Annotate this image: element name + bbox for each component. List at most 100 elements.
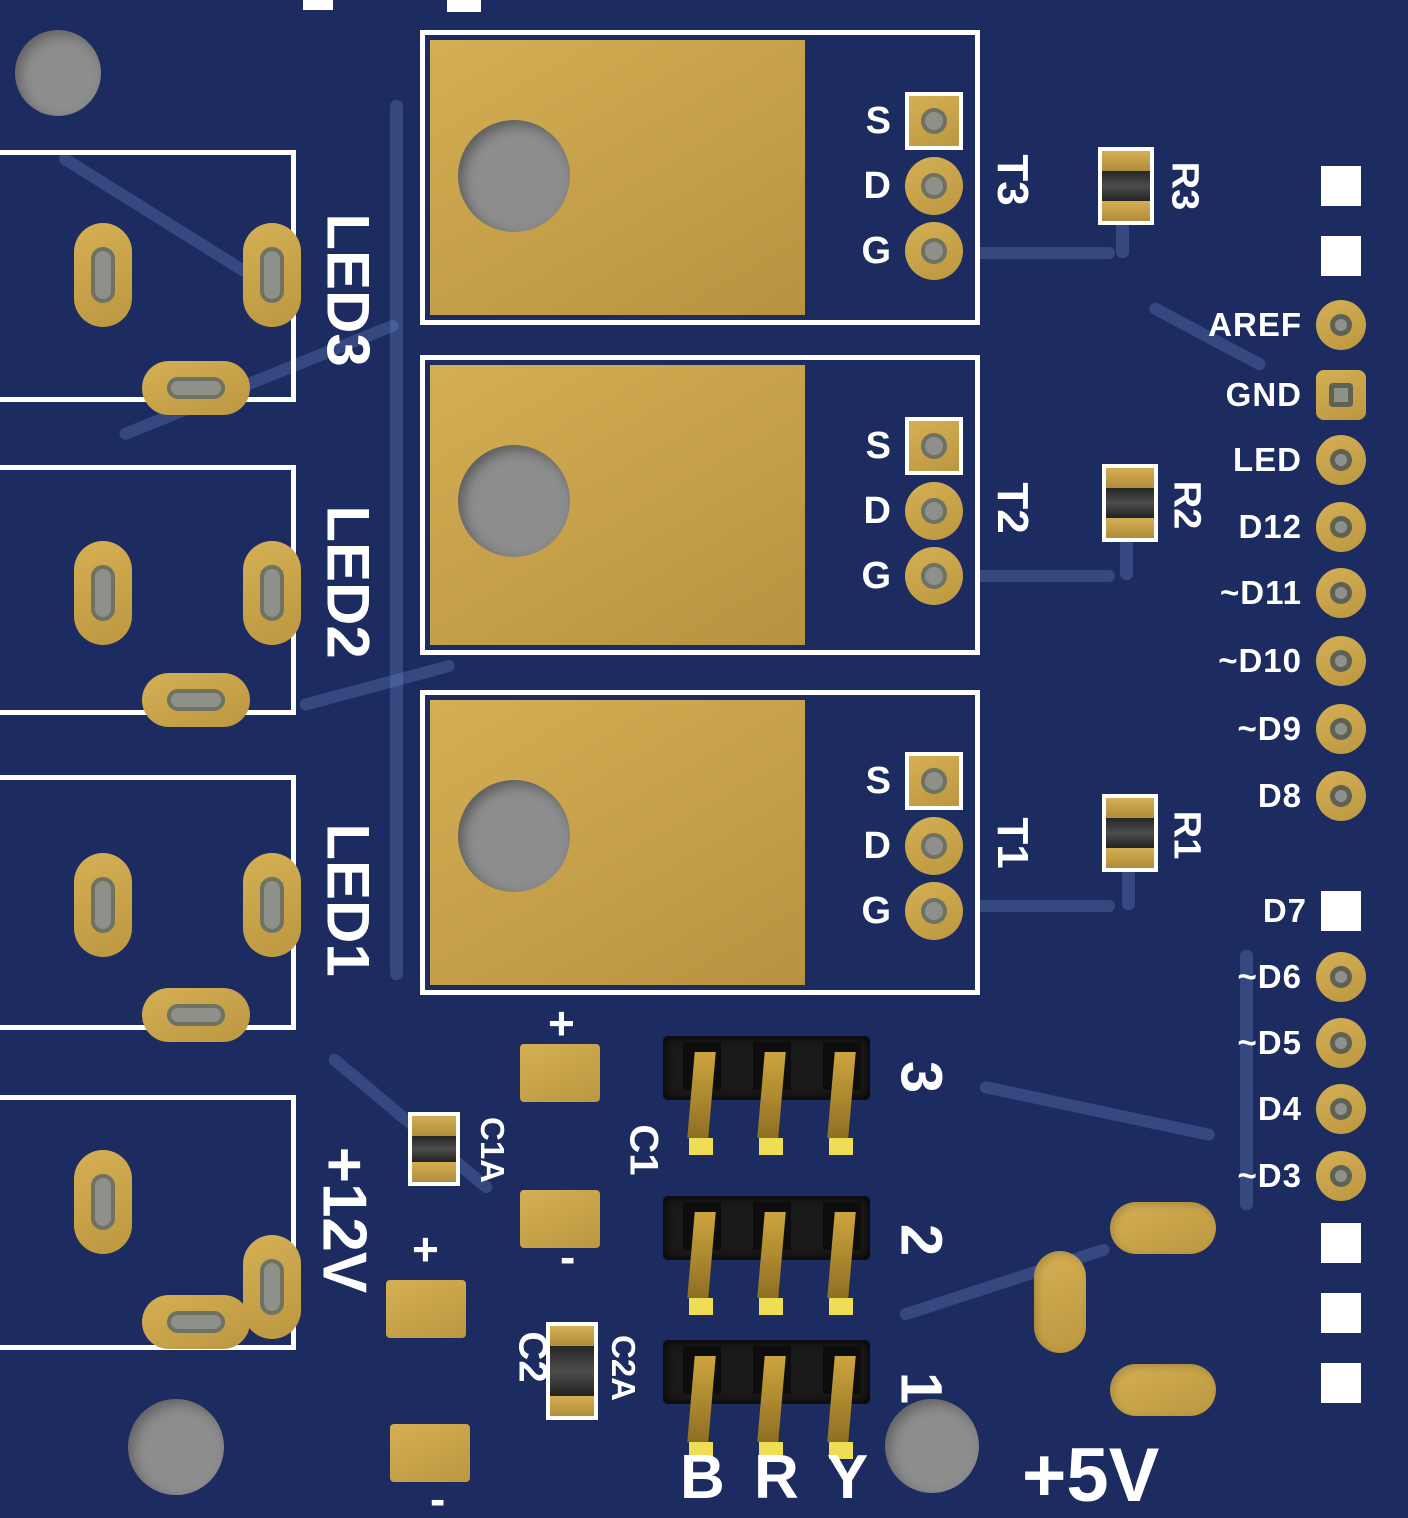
- pad-slot: [260, 877, 284, 933]
- pin-row: [1090, 1288, 1366, 1338]
- pad-slot: [167, 689, 225, 711]
- source-pad: [905, 417, 963, 475]
- header-3-label: 3: [888, 1060, 954, 1094]
- header-1-label: 1: [888, 1371, 954, 1405]
- pin-row: [1090, 1218, 1366, 1268]
- pin-pad: [1316, 435, 1366, 485]
- pin-tip: [689, 1298, 713, 1315]
- source-pin-label: S: [865, 759, 891, 802]
- mosfet-t1-footprint: S D G: [420, 690, 980, 995]
- pad-slot: [1330, 1098, 1352, 1120]
- led3-pad: [142, 361, 250, 415]
- c1-minus-mark: -: [560, 1231, 576, 1283]
- mounting-hole: [885, 1399, 979, 1493]
- source-pad: [905, 92, 963, 150]
- pad-slot: [260, 247, 284, 303]
- c1-pad-positive: [520, 1044, 600, 1102]
- pin-label: ~D5: [1237, 1024, 1302, 1061]
- pad-slot: [167, 1311, 225, 1333]
- header-pin: [683, 1202, 721, 1332]
- pad-slot: [921, 238, 947, 264]
- pad-slot: [260, 565, 284, 621]
- pad-slot: [1330, 582, 1352, 604]
- c2-pad-negative: [390, 1424, 470, 1482]
- gate-pad: [905, 882, 963, 940]
- pin-pad: [1316, 1018, 1366, 1068]
- led2-pad: [142, 673, 250, 727]
- gate-pin-label: G: [861, 554, 891, 597]
- gate-pin-label: G: [861, 229, 891, 272]
- resistor-r3: [1098, 147, 1154, 225]
- pin-row-d12: D12: [1090, 502, 1366, 552]
- c2a-label: C2A: [605, 1334, 642, 1402]
- led1-pad: [74, 853, 132, 957]
- pin-tip: [759, 1298, 783, 1315]
- pad-slot: [91, 877, 115, 933]
- pin-pad-square: [1321, 166, 1361, 206]
- pad-slot: [1330, 650, 1352, 672]
- header-pin: [683, 1042, 721, 1172]
- resistor-terminal: [1106, 798, 1154, 818]
- c1-label: C1: [621, 1124, 666, 1176]
- pad-slot: [1330, 449, 1352, 471]
- copper-trace: [975, 570, 1115, 582]
- pin-pad: [1316, 771, 1366, 821]
- copper-trace: [1240, 950, 1253, 1210]
- capacitor-body: [550, 1346, 594, 1396]
- pin-row-led: LED: [1090, 435, 1366, 485]
- resistor-terminal: [1106, 468, 1154, 488]
- jumper-header-1: [663, 1340, 870, 1459]
- pad-slot: [167, 377, 225, 399]
- drain-pin-label: D: [863, 489, 891, 532]
- capacitor-c2a: [546, 1322, 598, 1420]
- pin-pad: [1316, 636, 1366, 686]
- c1-pad-negative: [520, 1190, 600, 1248]
- c1a-label: C1A: [474, 1116, 511, 1184]
- pin-tip: [759, 1442, 783, 1459]
- mosfet-tab-hole: [458, 120, 570, 232]
- drain-pad: [905, 817, 963, 875]
- capacitor-c1a: [408, 1112, 460, 1186]
- pad-slot: [1330, 785, 1352, 807]
- pin-pad-square: [1321, 236, 1361, 276]
- copper-trace: [975, 900, 1115, 912]
- pad-slot: [921, 768, 947, 794]
- pad-slot: [1329, 383, 1353, 407]
- mosfet-t2-footprint: S D G: [420, 355, 980, 655]
- pin-pad: [1316, 704, 1366, 754]
- power12v-pad: [243, 1235, 301, 1339]
- pin-row-aref: AREF: [1090, 300, 1366, 350]
- pin-row-d10: ~D10: [1090, 636, 1366, 686]
- copper-trace: [975, 247, 1115, 259]
- pad-slot: [1330, 516, 1352, 538]
- header-pin: [823, 1346, 861, 1476]
- power12v-connector-outline: [0, 1095, 296, 1350]
- pin-tip: [829, 1138, 853, 1155]
- led2-label: LED2: [314, 505, 382, 659]
- gate-pad: [905, 547, 963, 605]
- mounting-hole: [15, 30, 101, 116]
- c2-pad-positive: [386, 1280, 466, 1338]
- capacitor-terminal: [550, 1326, 594, 1346]
- resistor-r2: [1102, 464, 1158, 542]
- capacitor-terminal: [550, 1396, 594, 1416]
- power12v-pad: [142, 1295, 250, 1349]
- pin-label: D4: [1257, 1090, 1302, 1127]
- pin-pad-square: [1321, 1223, 1361, 1263]
- drain-pin-label: D: [863, 164, 891, 207]
- mosfet-t1-label: T1: [988, 817, 1037, 869]
- gate-pin-label: G: [861, 889, 891, 932]
- bry-jumper-label: B R Y: [680, 1443, 875, 1512]
- pin-label: D12: [1238, 508, 1302, 545]
- pad-slot: [921, 833, 947, 859]
- c1-plus-mark: +: [548, 997, 575, 1049]
- led1-pad: [142, 988, 250, 1042]
- led3-pad: [74, 223, 132, 327]
- power12v-label: +12V: [309, 1146, 379, 1294]
- pad-slot: [921, 173, 947, 199]
- copper-trace: [390, 100, 403, 980]
- led1-label: LED1: [314, 823, 382, 977]
- pin-tip: [689, 1442, 713, 1459]
- pin-row-d5: ~D5: [1090, 1018, 1366, 1068]
- pad-slot: [1330, 966, 1352, 988]
